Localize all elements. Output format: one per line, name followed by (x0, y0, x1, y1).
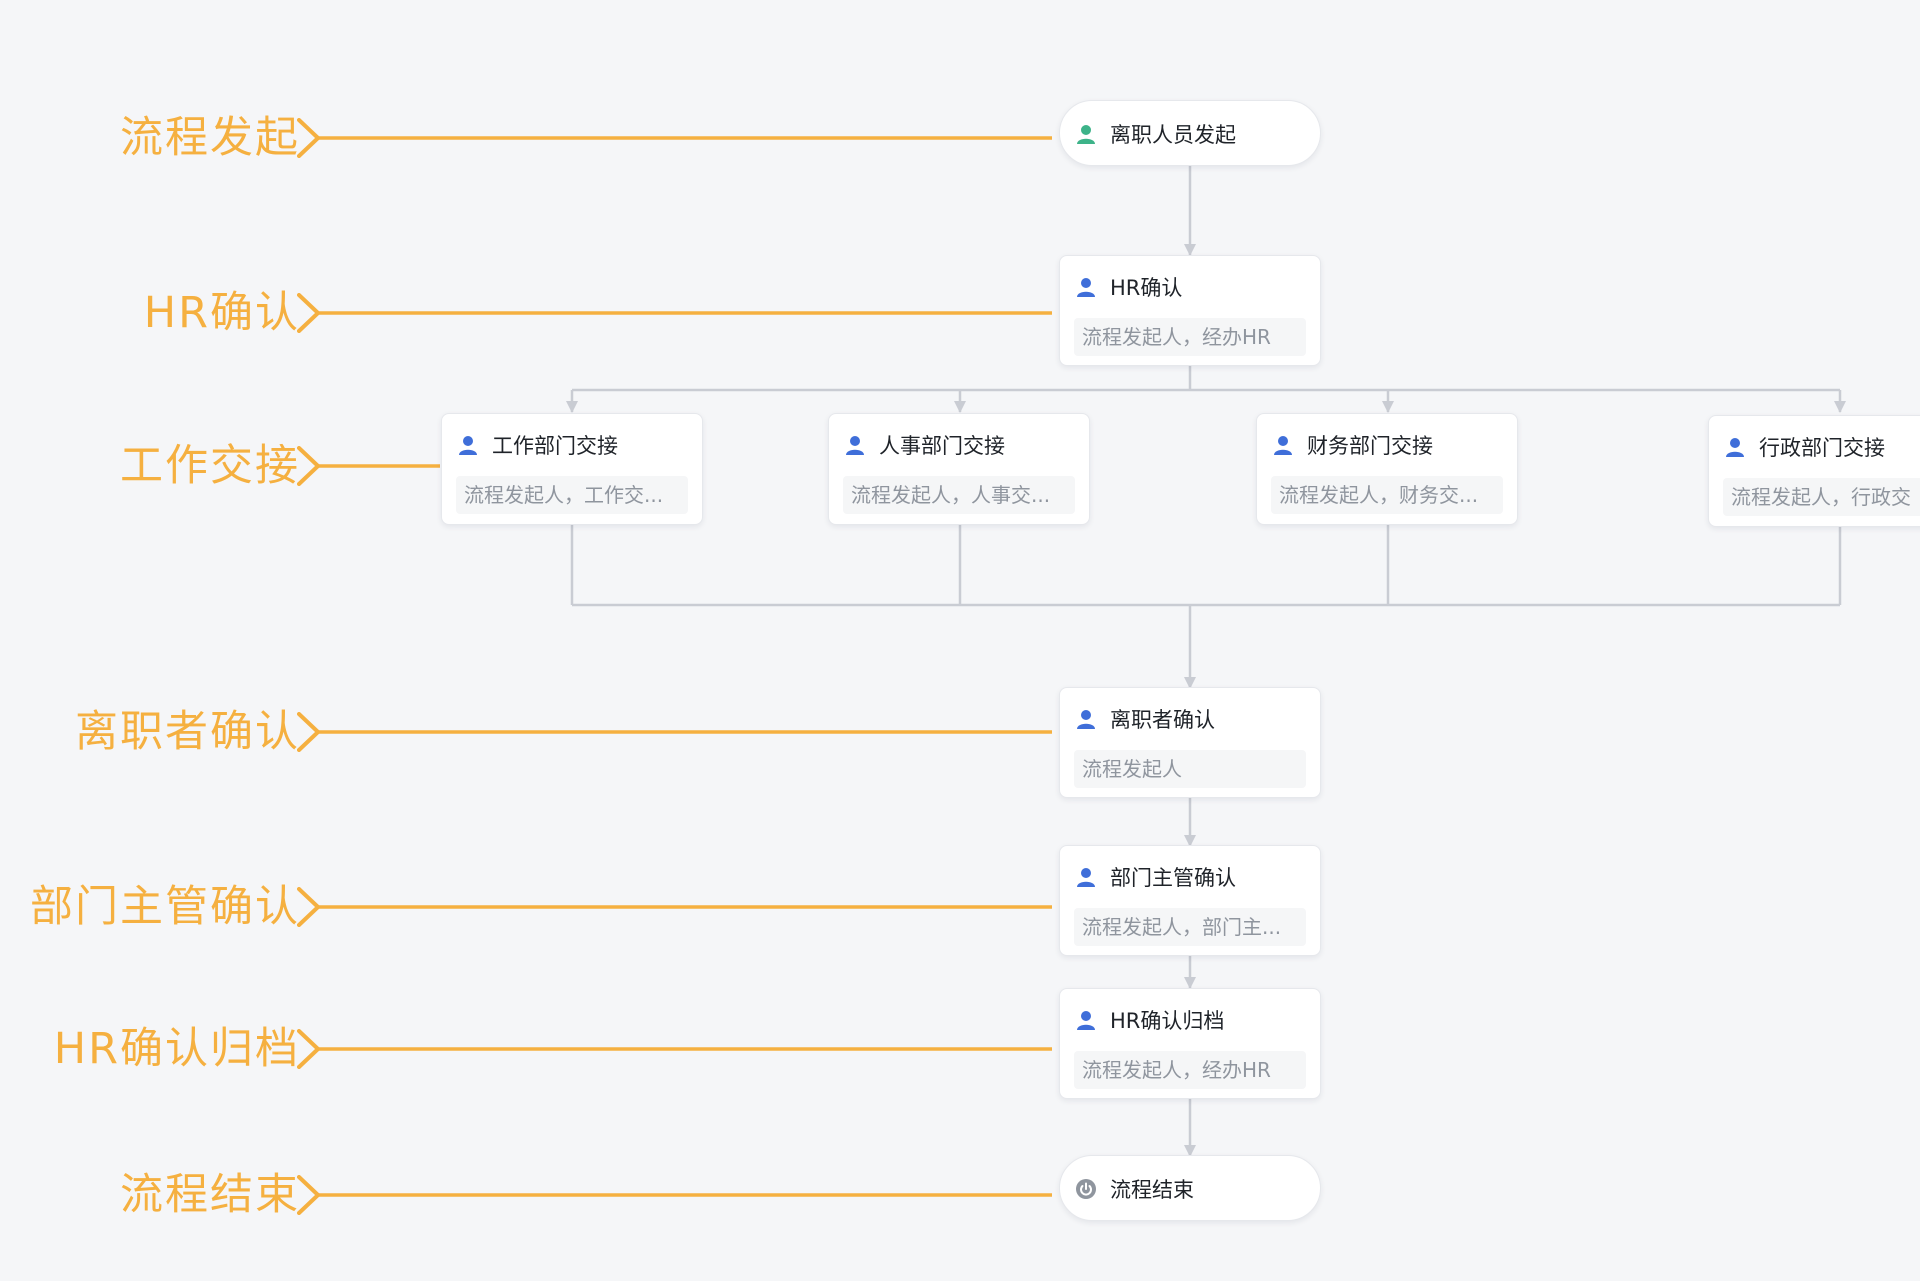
flow-node-resignee-confirm[interactable]: 离职者确认 流程发起人 (1059, 687, 1321, 798)
user-icon (1271, 433, 1295, 457)
stage-label-hr-confirm: HR确认 (143, 288, 300, 338)
node-title: 财务部门交接 (1307, 434, 1433, 458)
user-icon (456, 433, 480, 457)
node-title: 行政部门交接 (1759, 436, 1885, 460)
flow-node-work-handover[interactable]: 工作部门交接 流程发起人，工作交... (441, 413, 703, 525)
stage-pointers (297, 118, 1052, 1215)
stage-label-initiate: 流程发起 (120, 113, 300, 163)
flow-node-hr-handover[interactable]: 人事部门交接 流程发起人，人事交... (828, 413, 1090, 525)
flow-node-manager-confirm[interactable]: 部门主管确认 流程发起人，部门主... (1059, 845, 1321, 956)
flow-connectors (566, 166, 1846, 1157)
flow-node-finance-handover[interactable]: 财务部门交接 流程发起人，财务交... (1256, 413, 1518, 525)
stage-label-manager-confirm: 部门主管确认 (30, 882, 300, 932)
user-icon (1074, 122, 1098, 146)
node-assignee: 流程发起人，经办HR (1074, 1051, 1306, 1089)
user-icon (1074, 865, 1098, 889)
stage-label-handover: 工作交接 (120, 441, 300, 491)
user-icon (1074, 275, 1098, 299)
node-assignee: 流程发起人 (1074, 750, 1306, 788)
node-assignee: 流程发起人，行政交 (1723, 478, 1920, 516)
node-title: HR确认归档 (1110, 1009, 1225, 1033)
power-icon (1074, 1177, 1098, 1201)
flow-node-start[interactable]: 离职人员发起 (1059, 100, 1321, 166)
node-assignee: 流程发起人，工作交... (456, 476, 688, 514)
node-title: 人事部门交接 (879, 434, 1005, 458)
flow-node-hr-archive[interactable]: HR确认归档 流程发起人，经办HR (1059, 988, 1321, 1099)
flow-node-end[interactable]: 流程结束 (1059, 1155, 1321, 1221)
node-assignee: 流程发起人，财务交... (1271, 476, 1503, 514)
node-assignee: 流程发起人，经办HR (1074, 318, 1306, 356)
stage-label-end: 流程结束 (120, 1170, 300, 1220)
node-assignee: 流程发起人，部门主... (1074, 908, 1306, 946)
node-title: 部门主管确认 (1110, 866, 1236, 890)
node-assignee: 流程发起人，人事交... (843, 476, 1075, 514)
node-title: HR确认 (1110, 276, 1183, 300)
user-icon (1074, 1008, 1098, 1032)
node-title: 离职人员发起 (1110, 123, 1236, 147)
flow-node-admin-handover[interactable]: 行政部门交接 流程发起人，行政交 (1708, 415, 1920, 527)
user-icon (1074, 707, 1098, 731)
stage-label-resignee-confirm: 离职者确认 (75, 707, 300, 757)
user-icon (1723, 435, 1747, 459)
flow-node-hr-confirm[interactable]: HR确认 流程发起人，经办HR (1059, 255, 1321, 366)
node-title: 流程结束 (1110, 1178, 1194, 1202)
stage-label-hr-archive: HR确认归档 (53, 1024, 300, 1074)
node-title: 离职者确认 (1110, 708, 1215, 732)
node-title: 工作部门交接 (492, 434, 618, 458)
user-icon (843, 433, 867, 457)
